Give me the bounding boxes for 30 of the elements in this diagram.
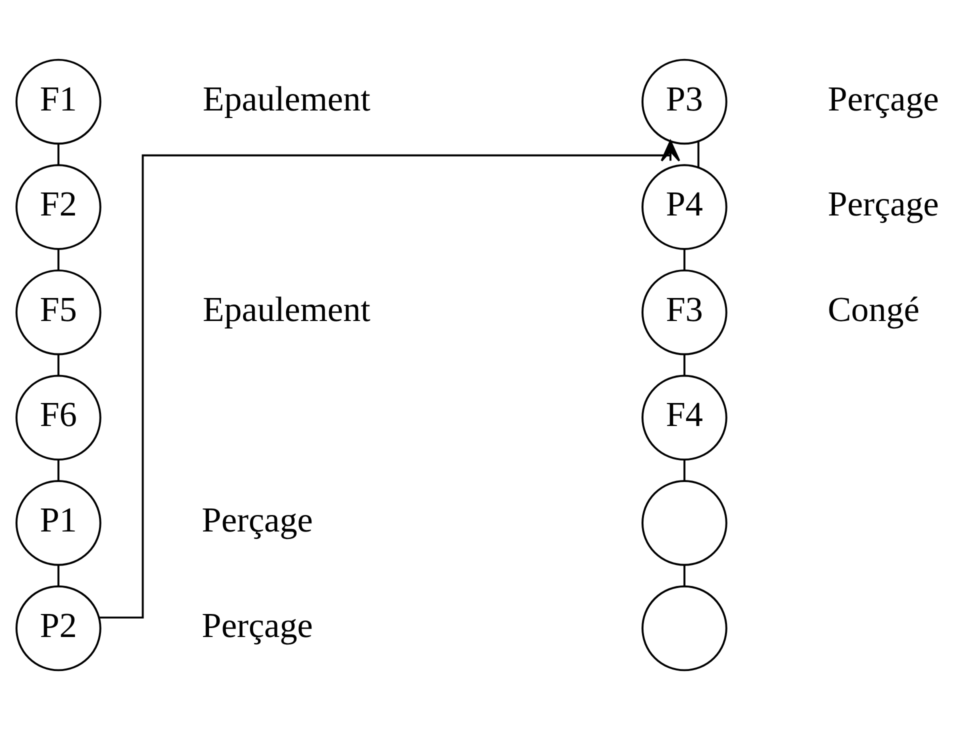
node-circle: P2 [16,584,102,671]
connector [57,564,60,586]
connector [57,248,60,270]
arrow [99,140,680,618]
node-label: Perçage [828,78,939,118]
node-circle [642,584,728,671]
connector [57,459,60,480]
node-circle: F1 [16,58,102,144]
connector [57,354,60,375]
node-circle: P3 [642,58,728,144]
label: Epaulement [202,289,370,328]
node-circle: F2 [16,164,102,250]
node-circle: P1 [16,480,102,566]
node-circle [642,480,728,566]
node-circle: F5 [16,268,102,355]
node-circle: F6 [16,374,102,460]
node-circle: F3 [642,268,728,355]
node-circle: P4 [642,164,728,250]
label: Congé [828,289,920,328]
node-label: Perçage [202,500,313,540]
node-label: Perçage [202,605,313,644]
connector [683,248,686,270]
label: Epaulement [202,78,370,118]
node-label: Perçage [828,184,939,224]
connector [57,143,60,164]
connector [683,564,686,586]
connector [683,459,686,480]
connector [683,354,686,375]
node-circle: F4 [642,374,728,460]
connector [697,141,700,167]
